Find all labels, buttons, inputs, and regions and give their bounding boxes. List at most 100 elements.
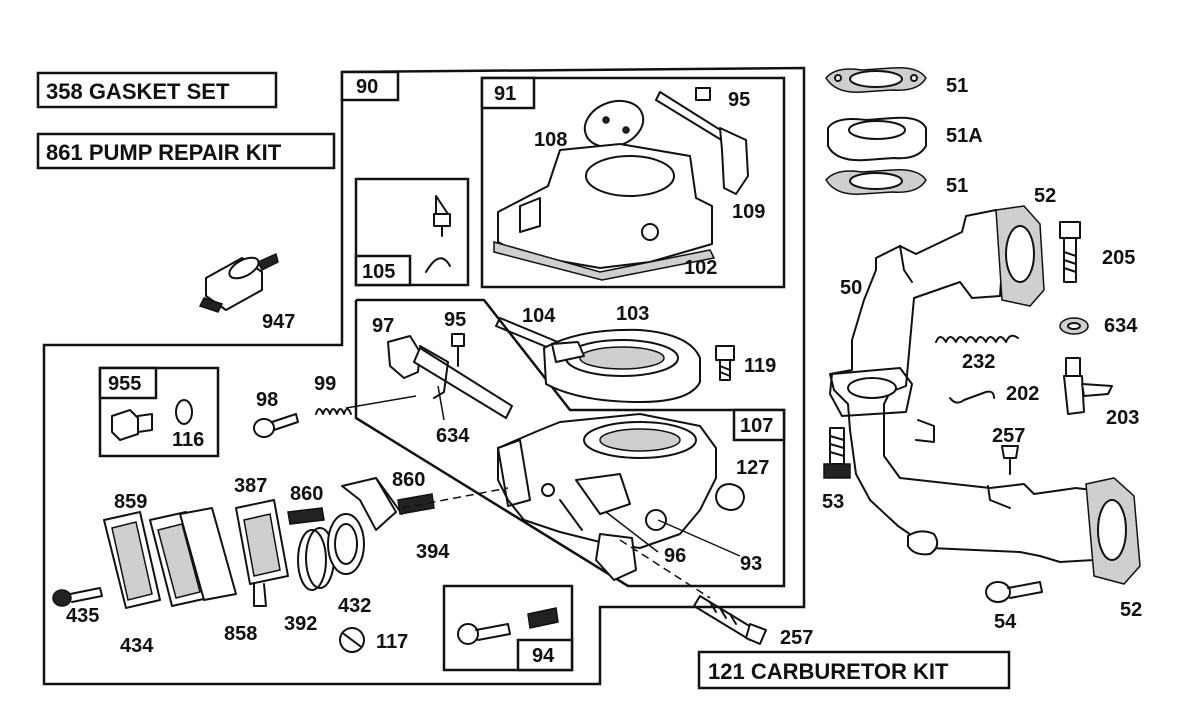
group-94-frame — [442, 584, 574, 672]
group-107-tag: 107 — [732, 408, 786, 442]
pump-alignment-line — [401, 487, 509, 509]
gasket-52-top — [995, 205, 1045, 307]
label-98: 98 — [256, 389, 278, 411]
label-127: 127 — [736, 457, 769, 479]
label-51a: 51A — [946, 125, 983, 147]
label-257-bottom: 257 — [780, 627, 813, 649]
group-90-label: 90 — [356, 76, 378, 98]
group-91-frame — [480, 76, 786, 289]
label-53: 53 — [822, 491, 844, 513]
label-859: 859 — [114, 491, 147, 513]
label-95-top: 95 — [728, 89, 750, 111]
label-117: 117 — [376, 631, 408, 653]
label-52-bottom: 52 — [1120, 599, 1142, 621]
group-955-frame — [98, 366, 220, 458]
group-955-tag: 955 — [98, 366, 158, 400]
group-90-frame — [42, 66, 806, 686]
bolt-54 — [985, 581, 1043, 603]
screw-257-right — [1001, 445, 1019, 475]
inlet-needle-105 — [425, 195, 451, 273]
label-432: 432 — [338, 595, 371, 617]
leader-93 — [657, 519, 741, 557]
group-105-label: 105 — [362, 261, 395, 283]
float-103 — [543, 328, 701, 403]
pump-body-858 — [235, 499, 289, 607]
plug-127 — [715, 483, 745, 511]
group-107-label: 107 — [740, 415, 773, 437]
spring-860-left — [287, 507, 325, 525]
solenoid-947 — [198, 252, 279, 313]
screw-95-mid — [451, 333, 465, 347]
leader-634 — [437, 385, 445, 421]
group-91-tag: 91 — [480, 76, 536, 110]
label-634-mid: 634 — [436, 425, 470, 447]
label-95-mid: 95 — [444, 309, 466, 331]
group-94-label: 94 — [532, 645, 555, 667]
carburetor-body-107 — [497, 413, 717, 581]
oring-116 — [175, 399, 193, 425]
label-387: 387 — [234, 475, 267, 497]
link-202 — [949, 390, 995, 404]
label-109: 109 — [732, 201, 765, 223]
label-93: 93 — [740, 553, 762, 575]
jet-alignment-line — [619, 539, 711, 599]
label-257-right: 257 — [992, 425, 1025, 447]
label-102: 102 — [684, 257, 717, 279]
group-955-label: 955 — [108, 373, 141, 395]
label-103: 103 — [616, 303, 649, 325]
gasket-51-top — [825, 66, 927, 93]
screw-95-top — [695, 87, 711, 101]
label-99: 99 — [314, 373, 336, 395]
label-860-right: 860 — [392, 469, 425, 491]
group-94-tag: 94 — [516, 638, 574, 672]
label-116: 116 — [172, 429, 204, 451]
group-90-tag: 90 — [340, 70, 400, 102]
kit-carburetor: 121 CARBURETOR KIT — [697, 650, 1011, 690]
choke-shaft-97 — [387, 335, 513, 419]
spring-99 — [315, 408, 352, 415]
spacer-51a — [827, 116, 927, 162]
label-51-top: 51 — [946, 75, 968, 97]
idle-screw-94 — [457, 607, 559, 645]
kit-gasket-set: 358 GASKET SET — [36, 71, 278, 109]
leader-99-to-choke — [345, 395, 417, 409]
group-91-label: 91 — [494, 83, 516, 105]
gasket-51-bottom — [825, 168, 927, 195]
label-392: 392 — [284, 613, 317, 635]
kit-gasket-set-label: 358 GASKET SET — [46, 79, 230, 104]
label-858: 858 — [224, 623, 257, 645]
screw-98 — [253, 413, 299, 438]
part-labels: 51 51A 51 52 205 50 634 232 202 203 257 … — [66, 75, 1142, 657]
bolt-53 — [823, 427, 851, 479]
spring-232 — [935, 334, 1019, 343]
kit-carburetor-label: 121 CARBURETOR KIT — [708, 659, 949, 684]
gasket-52-bottom — [1085, 477, 1141, 585]
pump-plate-394 — [341, 477, 403, 531]
label-394: 394 — [416, 541, 450, 563]
label-203: 203 — [1106, 407, 1139, 429]
label-947: 947 — [262, 311, 295, 333]
label-119: 119 — [744, 355, 776, 377]
label-860-left: 860 — [290, 483, 323, 505]
diaphragm-432 — [327, 513, 365, 575]
fitting-955 — [111, 409, 153, 441]
label-51-bottom: 51 — [946, 175, 968, 197]
washer-634-hole — [1067, 322, 1081, 330]
bolt-205 — [1059, 221, 1081, 283]
screw-435 — [52, 587, 103, 607]
lever-203 — [1063, 357, 1113, 415]
label-434: 434 — [120, 635, 154, 657]
intake-elbow-50 — [829, 209, 1095, 563]
label-97: 97 — [372, 315, 394, 337]
cap-117 — [339, 627, 365, 653]
label-232: 232 — [962, 351, 995, 373]
screw-257-bottom — [693, 595, 767, 645]
pump-cover-434 — [103, 511, 161, 609]
leader-96 — [605, 511, 659, 553]
pump-diaphragm — [179, 507, 237, 601]
label-108: 108 — [534, 129, 567, 151]
label-634-right: 634 — [1104, 315, 1138, 337]
group-107-frame — [354, 298, 786, 588]
throttle-shaft-109 — [655, 91, 749, 195]
